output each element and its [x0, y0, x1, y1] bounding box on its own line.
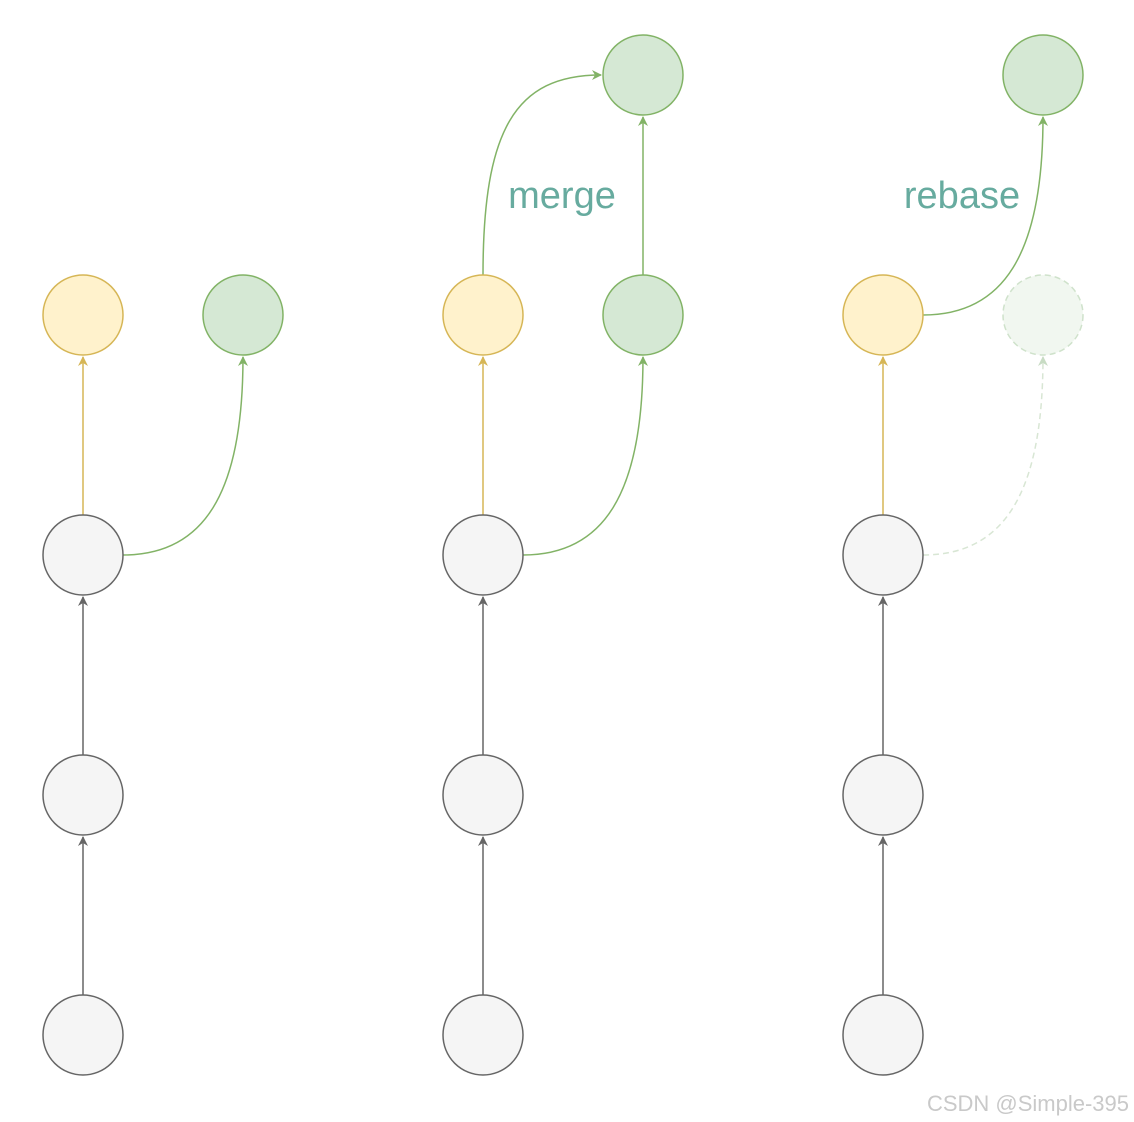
edge-yellow-to-rebased: [922, 116, 1048, 316]
panel-merge: merge: [442, 34, 684, 1076]
green-branch-node: [202, 274, 284, 356]
panel-before: [42, 274, 284, 1076]
merge-commit-node: [602, 34, 684, 116]
yellow-branch-node: [842, 274, 924, 356]
commit-node-1: [442, 994, 524, 1076]
commit-node-1: [842, 994, 924, 1076]
rebased-green-node: [1002, 34, 1084, 116]
commit-node-2: [442, 754, 524, 836]
watermark-text: CSDN @Simple-395: [927, 1091, 1129, 1116]
edge-commit3-to-ghost: [922, 356, 1048, 556]
commit-node-3: [42, 514, 124, 596]
edge-commit3-to-green: [122, 356, 248, 556]
commit-node-1: [42, 994, 124, 1076]
green-branch-node: [602, 274, 684, 356]
commit-node-2: [42, 754, 124, 836]
edge-yellow-to-merge: [482, 70, 602, 276]
commit-node-2: [842, 754, 924, 836]
edge-commit3-to-green: [522, 356, 648, 556]
commit-node-3: [842, 514, 924, 596]
ghost-green-node: [1002, 274, 1084, 356]
panel-rebase: rebase: [842, 34, 1084, 1076]
rebase-label: rebase: [904, 175, 1020, 217]
yellow-branch-node: [42, 274, 124, 356]
yellow-branch-node: [442, 274, 524, 356]
merge-label: merge: [508, 175, 616, 217]
commit-node-3: [442, 514, 524, 596]
